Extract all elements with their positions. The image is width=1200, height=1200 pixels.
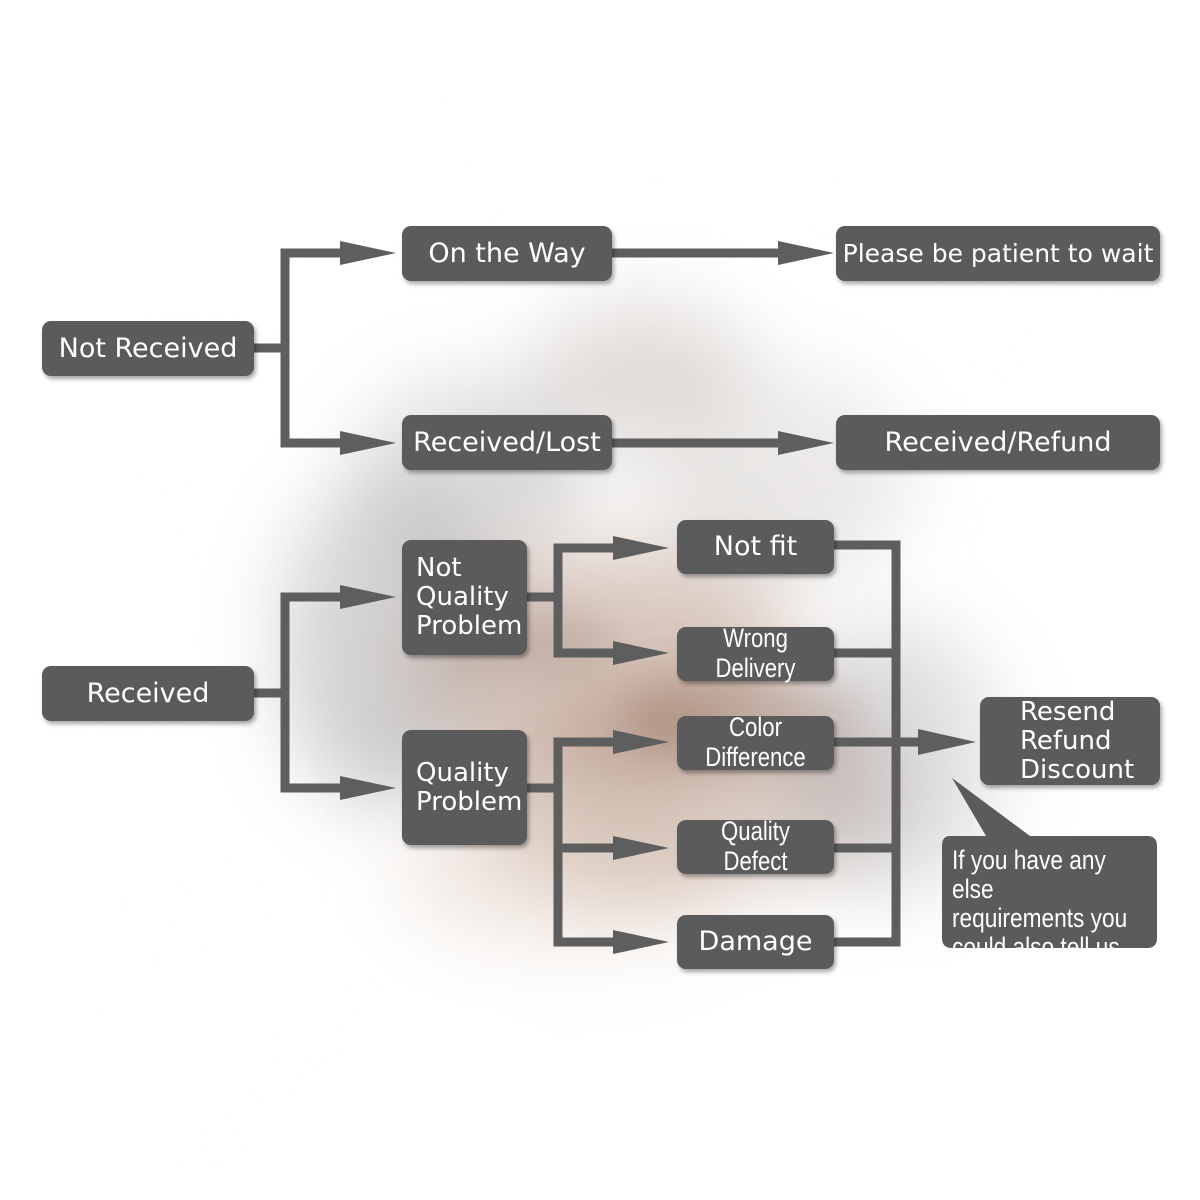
connector-qp-branch — [553, 737, 622, 947]
arrowhead-to-color-difference — [613, 730, 669, 754]
node-please-wait: Please be patient to wait — [836, 226, 1160, 281]
arrowhead-to-received-lost — [340, 431, 396, 455]
connector-not-received-branch — [280, 248, 349, 448]
node-not-quality-problem: Not Quality Problem — [402, 540, 527, 655]
node-color-difference: Color Difference — [677, 712, 834, 772]
node-please-wait-label: Please be patient to wait — [842, 238, 1154, 268]
node-not-fit-label: Not fit — [713, 531, 798, 563]
node-quality-problem: Quality Problem — [402, 730, 527, 845]
node-resolution: Resend Refund Discount — [980, 697, 1160, 785]
arrowhead-to-received-refund — [778, 431, 834, 455]
arrowhead-to-not-fit — [613, 536, 669, 560]
node-received-refund: Received/Refund — [836, 415, 1160, 470]
node-wrong-delivery: Wrong Delivery — [677, 623, 834, 683]
arrowhead-to-damage — [613, 930, 669, 954]
node-damage: Damage — [677, 915, 834, 969]
arrowhead-to-resolution — [918, 729, 976, 755]
arrowhead-to-wrong-delivery — [613, 641, 669, 665]
node-received-lost: Received/Lost — [402, 415, 612, 470]
node-received: Received — [42, 666, 254, 721]
node-not-received-label: Not Received — [58, 332, 238, 364]
connector-received-branch — [280, 592, 349, 793]
arrowhead-to-not-quality-problem — [340, 585, 396, 609]
node-damage-label: Damage — [698, 926, 813, 958]
node-not-received: Not Received — [42, 321, 254, 376]
node-received-refund-label: Received/Refund — [884, 426, 1112, 458]
arrowhead-to-quality-problem — [340, 776, 396, 800]
arrowhead-to-on-the-way — [340, 241, 396, 265]
node-not-quality-problem-label: Not Quality Problem — [416, 553, 523, 641]
node-quality-defect: Quality Defect — [677, 816, 834, 876]
arrowhead-to-please-wait — [778, 241, 834, 265]
node-resolution-label: Resend Refund Discount — [1020, 696, 1135, 785]
node-received-label: Received — [86, 677, 210, 709]
arrowhead-to-quality-defect — [613, 836, 669, 860]
node-on-the-way: On the Way — [402, 226, 612, 281]
node-wrong-delivery-label: Wrong Delivery — [715, 623, 796, 683]
node-quality-problem-label: Quality Problem — [416, 757, 523, 817]
node-on-the-way-label: On the Way — [428, 237, 586, 269]
node-quality-defect-label: Quality Defect — [721, 816, 790, 876]
node-received-lost-label: Received/Lost — [413, 426, 601, 458]
node-color-difference-label: Color Difference — [705, 712, 806, 772]
node-not-fit: Not fit — [677, 520, 834, 574]
callout-text: If you have any else requirements you co… — [952, 845, 1128, 962]
connector-nqp-branch — [553, 543, 622, 658]
